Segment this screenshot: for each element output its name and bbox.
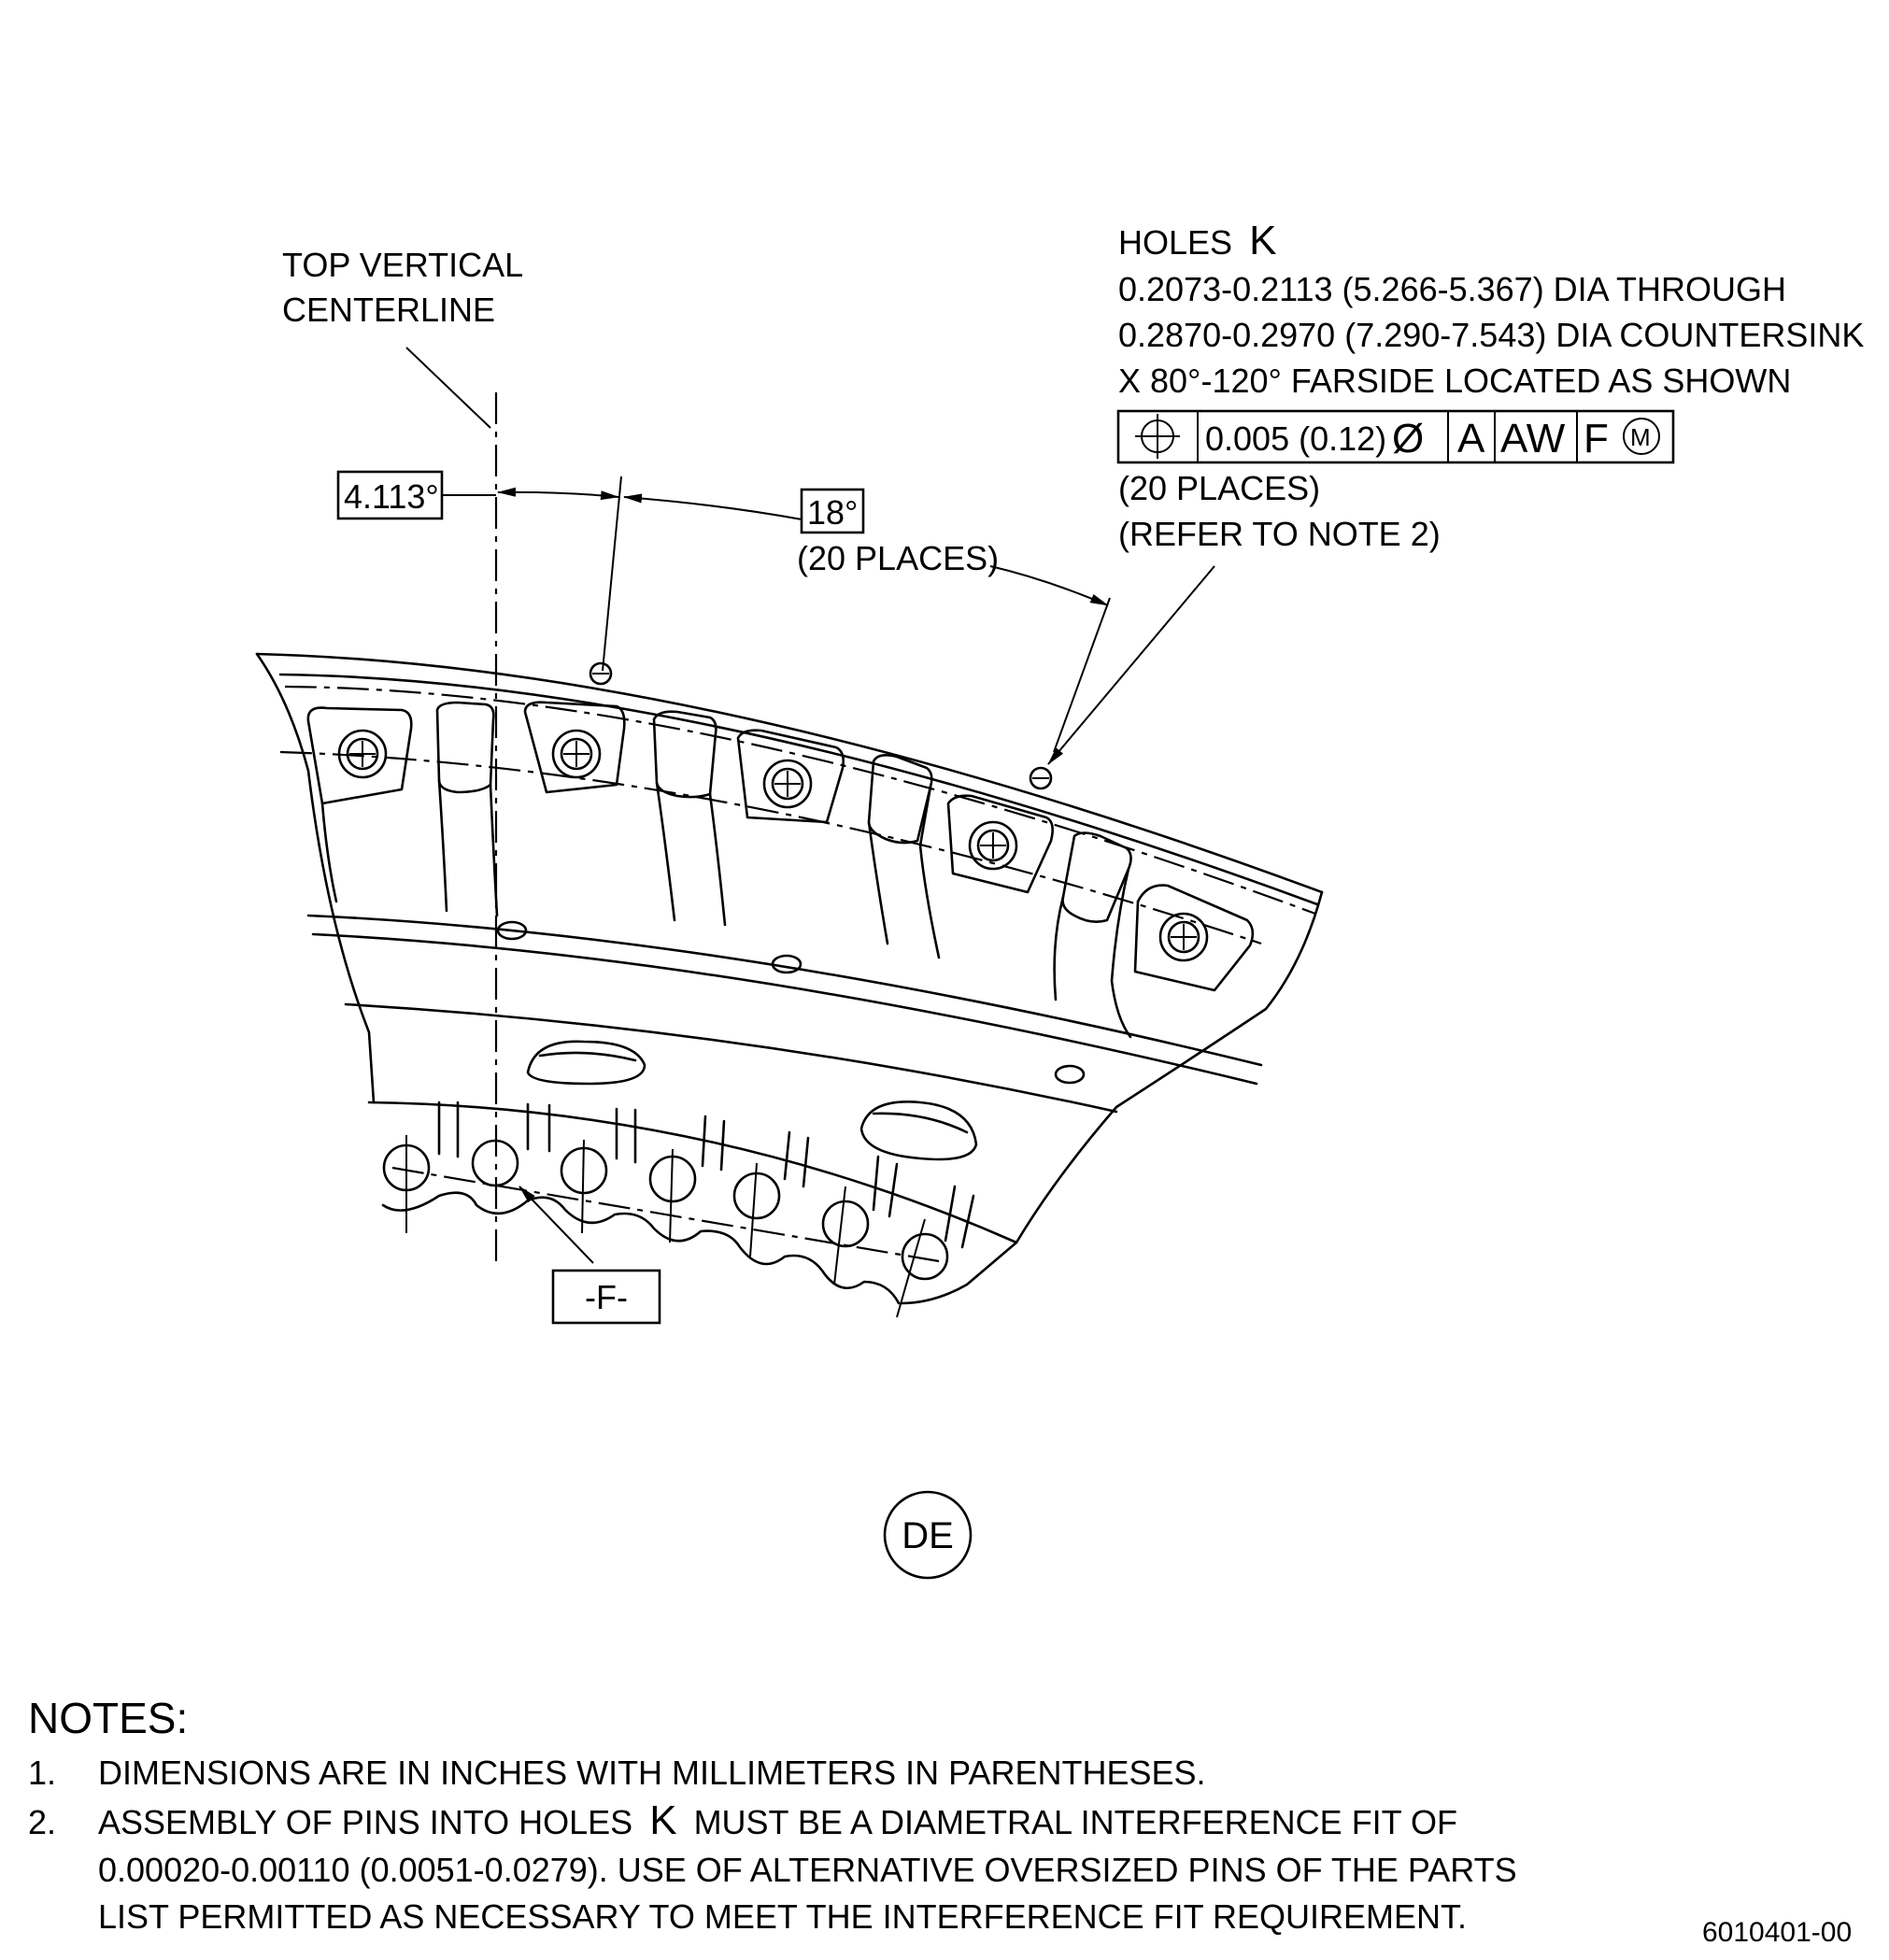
- note-2-line-2: 0.00020-0.00110 (0.0051-0.0279). USE OF …: [98, 1851, 1517, 1889]
- hole-k-4: [968, 820, 1018, 871]
- angle-spacing-places: (20 PLACES): [797, 539, 999, 577]
- pocket-3: [736, 729, 845, 824]
- right-edge: [900, 890, 1324, 1305]
- tooth-hole-2: [471, 1139, 519, 1187]
- flange-line-2: [311, 932, 1258, 1086]
- notes-heading: NOTES:: [28, 1694, 188, 1742]
- holes-k-leader-arrow: [1047, 565, 1215, 765]
- pocket-1: [306, 706, 413, 805]
- rim-hole-2: [1029, 766, 1053, 790]
- hole-k-3: [762, 759, 813, 809]
- ring-segment-part: [255, 652, 1324, 1318]
- hole-k-5: [1158, 912, 1209, 962]
- angle-spacing-arc-left: [623, 493, 802, 520]
- mmc-modifier-icon: M: [1623, 418, 1660, 455]
- drawing-number: 6010401-00: [1702, 1917, 1852, 1948]
- tooth-centerline: [391, 1166, 940, 1263]
- holes-title: HOLES K: [1118, 218, 1276, 263]
- centerline-leader: [405, 347, 491, 429]
- svg-text:M: M: [1630, 423, 1651, 451]
- web-slot-1: [526, 1040, 646, 1086]
- holes-line-2: 0.2870-0.2970 (7.290-7.543) DIA COUNTERS…: [1118, 316, 1864, 354]
- flange-hole-2: [771, 954, 802, 974]
- rib-1: [435, 701, 495, 794]
- centerline-label-line2: CENTERLINE: [282, 291, 495, 329]
- pocket-5: [1133, 884, 1255, 992]
- tooth-ribs: [437, 1101, 975, 1249]
- tooth-hole-6: [821, 1200, 870, 1248]
- scallop-edge: [381, 1191, 901, 1305]
- datum-f-box: [551, 1269, 661, 1325]
- outer-edge: [255, 652, 1324, 894]
- fcf-tolerance: 0.005 (0.12): [1205, 419, 1386, 458]
- holes-refer-note: (REFER TO NOTE 2): [1118, 515, 1441, 553]
- hole-centerline-extension-1: [602, 476, 622, 672]
- tooth-hole-5: [732, 1172, 781, 1220]
- pocket-2: [523, 701, 626, 794]
- flange-hole-3: [1054, 1064, 1086, 1085]
- datum-f-text: -F-: [585, 1278, 628, 1316]
- notes-block: NOTES: 1. DIMENSIONS ARE IN INCHES WITH …: [28, 1694, 1517, 1936]
- angle-offset-text: 4.113°: [344, 477, 439, 516]
- holes-places: (20 PLACES): [1118, 469, 1320, 507]
- angle-spacing-arc-right: [989, 565, 1109, 606]
- holes-k-callout: HOLES K 0.2073-0.2113 (5.266-5.367) DIA …: [1116, 218, 1864, 553]
- position-icon: [1135, 414, 1180, 459]
- centerline-label-line1: TOP VERTICAL: [282, 246, 523, 284]
- note-1-number: 1.: [28, 1754, 56, 1792]
- rim-hole-1: [589, 661, 613, 686]
- hole-k-1: [337, 729, 388, 779]
- feature-control-frame: 0.005 (0.12) Ø A AW F M: [1116, 409, 1675, 464]
- angle-spacing-dimension: 18° (20 PLACES): [623, 488, 1109, 606]
- hole-k-2: [551, 729, 602, 779]
- holes-line-1: 0.2073-0.2113 (5.266-5.367) DIA THROUGH: [1118, 270, 1786, 308]
- note-2-line-1: ASSEMBLY OF PINS INTO HOLES K MUST BE A …: [98, 1797, 1457, 1843]
- web-slot-2: [859, 1101, 978, 1161]
- note-2-line-3: LIST PERMITTED AS NECESSARY TO MEET THE …: [98, 1897, 1467, 1936]
- view-tag-circle: [883, 1490, 973, 1580]
- holes-line-3: X 80°-120° FARSIDE LOCATED AS SHOWN: [1118, 362, 1791, 400]
- angle-spacing-box: [800, 488, 865, 534]
- note-2-number: 2.: [28, 1803, 56, 1841]
- pocket-4: [946, 794, 1054, 894]
- fcf-datum-a: A: [1457, 416, 1485, 462]
- hole-centerline-extension-2: [1053, 597, 1111, 753]
- angle-spacing-text: 18°: [807, 493, 858, 532]
- angle-offset-box: [336, 470, 444, 520]
- outer-edge-inner: [278, 673, 1319, 906]
- angle-offset-dimension: 4.113°: [336, 470, 619, 520]
- note-1-line-1: DIMENSIONS ARE IN INCHES WITH MILLIMETER…: [98, 1754, 1206, 1792]
- flange-hole-1: [496, 920, 528, 941]
- left-edge: [255, 652, 376, 1104]
- fcf-datum-f: F: [1584, 416, 1609, 462]
- tooth-hole-7: [901, 1232, 949, 1281]
- datum-f-leader: [518, 1186, 594, 1264]
- flange-line-1: [306, 914, 1263, 1067]
- tooth-row: [381, 1101, 975, 1318]
- pocket-row: [279, 701, 1262, 992]
- centerline-label: TOP VERTICAL CENTERLINE: [282, 246, 523, 329]
- rib-4: [1061, 831, 1132, 923]
- flange-line-3: [344, 1002, 1118, 1114]
- angle-offset-arc: [497, 487, 619, 501]
- outer-centerline: [284, 685, 1316, 916]
- fcf-datum-aw: AW: [1500, 416, 1566, 462]
- inner-edge: [367, 1101, 1018, 1244]
- view-tag-text: DE: [902, 1515, 954, 1556]
- fcf-diameter-symbol: Ø: [1392, 416, 1424, 462]
- pocket-centerline: [279, 750, 1262, 945]
